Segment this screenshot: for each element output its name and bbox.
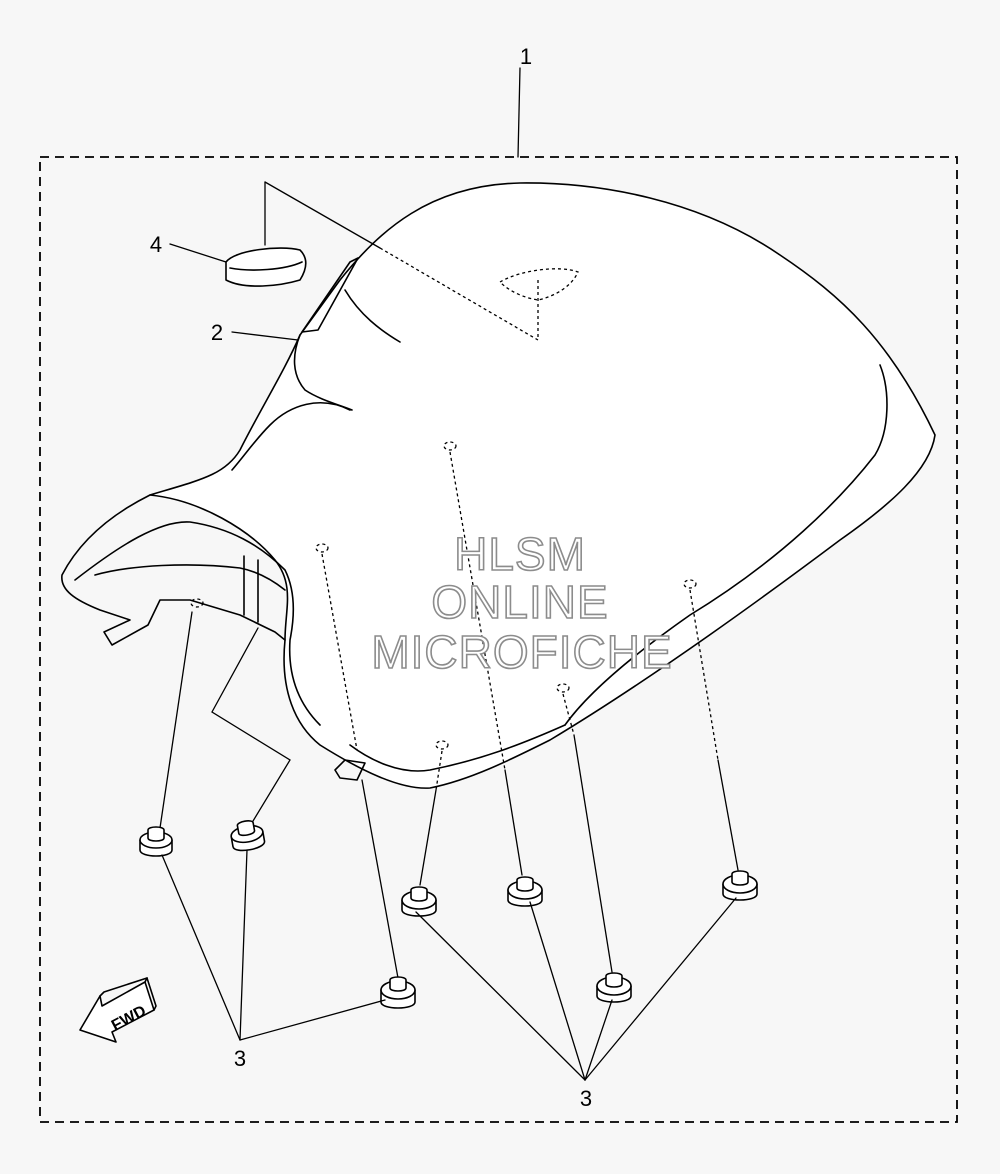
damper-group (139, 820, 758, 1009)
leader-line-1 (517, 67, 521, 158)
watermark-line-3: MICROFICHE (371, 626, 672, 678)
damper (507, 876, 543, 907)
fwd-arrow-icon: FWD (79, 977, 157, 1043)
callout-3-right: 3 (580, 1086, 592, 1111)
assembly-boundary (39, 156, 958, 1123)
label-projection-line (264, 181, 381, 249)
damper (596, 972, 632, 1003)
seat-body (61, 182, 936, 789)
callout-1: 1 (520, 44, 532, 69)
callout-4: 4 (150, 232, 162, 257)
callout-2: 2 (211, 320, 223, 345)
label-part-4 (225, 247, 307, 287)
leader-line-4 (169, 243, 227, 263)
damper (139, 826, 173, 857)
callout-3-left: 3 (234, 1046, 246, 1071)
watermark-line-2: ONLINE (431, 576, 608, 628)
watermark-line-1: HLSM (454, 528, 586, 580)
damper (722, 870, 758, 901)
label-projection-line-hidden (379, 247, 539, 341)
damper (380, 976, 416, 1009)
damper (230, 820, 266, 852)
mount-holes (190, 441, 697, 750)
leader-lines-3 (161, 849, 737, 1081)
leader-line-2 (231, 331, 299, 341)
damper (401, 886, 437, 917)
watermark: HLSM ONLINE MICROFICHE (371, 527, 673, 679)
alignment-lines (159, 451, 739, 979)
